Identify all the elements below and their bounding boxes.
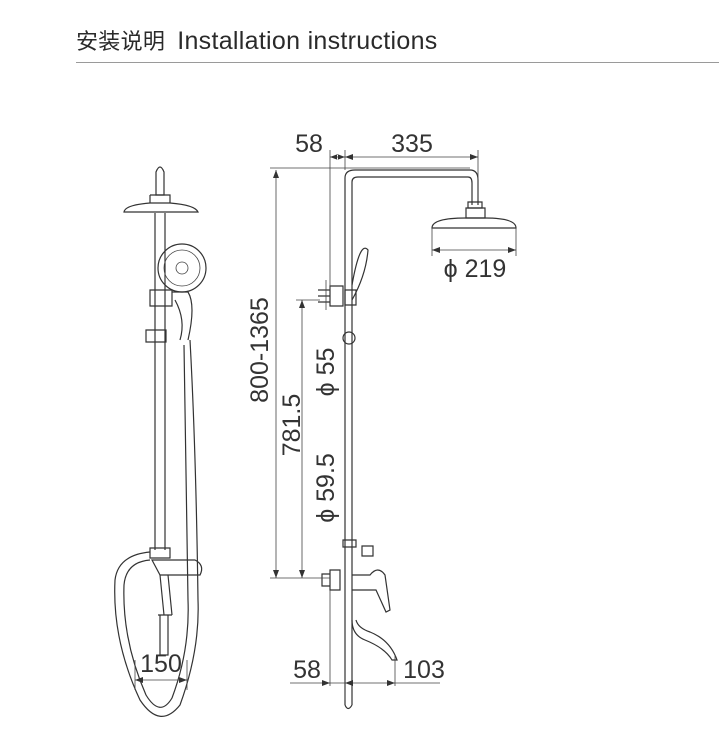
header-divider — [76, 62, 719, 63]
title-chinese: 安装说明 — [76, 30, 166, 55]
dim-arm-length: 335 — [391, 130, 433, 158]
dim-mixer-diameter: ϕ 59.5 — [312, 453, 340, 523]
page-header: 安装说明 Installation instructions — [76, 24, 438, 56]
dim-height-range: 800-1365 — [246, 297, 274, 403]
dim-top-offset: 58 — [295, 130, 323, 158]
dim-outlet-height: 781.5 — [278, 394, 306, 457]
dim-head-diameter: ϕ 219 — [444, 255, 507, 283]
dim-spout-length: 103 — [403, 656, 445, 684]
dim-bottom-offset: 58 — [293, 656, 321, 684]
side-view: 58 335 ϕ 219 800-1365 781.5 ϕ 55 ϕ 59.5 … — [246, 130, 517, 710]
title-english: Installation instructions — [177, 27, 438, 55]
front-view: 150 — [114, 166, 207, 717]
dim-hose-width: 150 — [140, 650, 182, 678]
dim-holder-diameter: ϕ 55 — [312, 348, 340, 397]
